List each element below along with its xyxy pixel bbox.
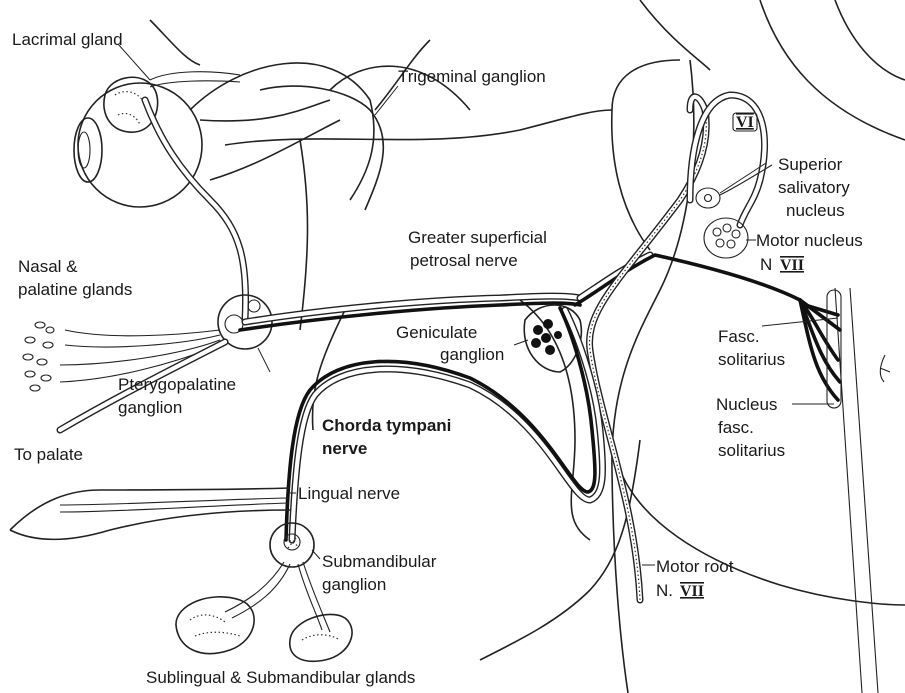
label-nucleus-fasc-1: Nucleus bbox=[716, 395, 777, 414]
label-fasc-solitarius-2: solitarius bbox=[718, 350, 785, 369]
label-superior-salivatory-1: Superior bbox=[778, 155, 843, 174]
sublingual-gland bbox=[176, 597, 254, 654]
label-chorda-tympani-1: Chorda tympani bbox=[322, 416, 451, 435]
label-nasal-palatine-1: Nasal & bbox=[18, 257, 78, 276]
label-trigeminal-ganglion: Trigeminal ganglion bbox=[398, 67, 546, 86]
label-motor-nucleus-num: VII bbox=[780, 257, 804, 274]
lingual-nerve-tongue bbox=[10, 488, 290, 539]
lacrimal-nerve-path bbox=[145, 100, 246, 320]
lacrimal-gland bbox=[104, 72, 240, 132]
label-nucleus-fasc-2: fasc. bbox=[718, 418, 754, 437]
label-submandibular-1: Submandibular bbox=[322, 552, 437, 571]
label-lacrimal-gland: Lacrimal gland bbox=[12, 30, 123, 49]
label-sublingual-glands: Sublingual & Submandibular glands bbox=[146, 668, 415, 687]
motor-nucleus-vii bbox=[704, 218, 748, 258]
label-nerve-vi: VI bbox=[736, 114, 754, 131]
label-pterygopalatine-1: Pterygopalatine bbox=[118, 375, 236, 394]
label-fasc-solitarius-1: Fasc. bbox=[718, 327, 760, 346]
label-lingual-nerve: Lingual nerve bbox=[298, 484, 400, 503]
nasal-glands-cluster bbox=[23, 322, 54, 391]
label-to-palate: To palate bbox=[14, 445, 83, 464]
label-motor-nucleus: Motor nucleus bbox=[756, 231, 863, 250]
label-motor-root-num: VII bbox=[680, 583, 704, 600]
label-motor-nucleus-n: N bbox=[760, 255, 772, 274]
label-motor-root-n: N. bbox=[656, 581, 673, 600]
label-nasal-palatine-2: palatine glands bbox=[18, 280, 132, 299]
label-superior-salivatory-2: salivatory bbox=[778, 178, 850, 197]
label-geniculate-2: ganglion bbox=[440, 345, 504, 364]
submandibular-gland bbox=[290, 614, 352, 661]
gland-branches bbox=[225, 562, 330, 632]
label-chorda-tympani-2: nerve bbox=[322, 439, 367, 458]
label-superior-salivatory-3: nucleus bbox=[786, 201, 845, 220]
eyeball bbox=[74, 83, 202, 207]
label-greater-petrosal-1: Greater superficial bbox=[408, 228, 547, 247]
facial-nerve-trunk bbox=[575, 255, 840, 400]
label-motor-root-1: Motor root bbox=[656, 557, 734, 576]
label-pterygopalatine-2: ganglion bbox=[118, 398, 182, 417]
label-submandibular-2: ganglion bbox=[322, 575, 386, 594]
label-nucleus-fasc-3: solitarius bbox=[718, 441, 785, 460]
trigeminal-ganglion bbox=[200, 40, 430, 210]
label-geniculate-1: Geniculate bbox=[396, 323, 477, 342]
label-greater-petrosal-2: petrosal nerve bbox=[410, 251, 518, 270]
